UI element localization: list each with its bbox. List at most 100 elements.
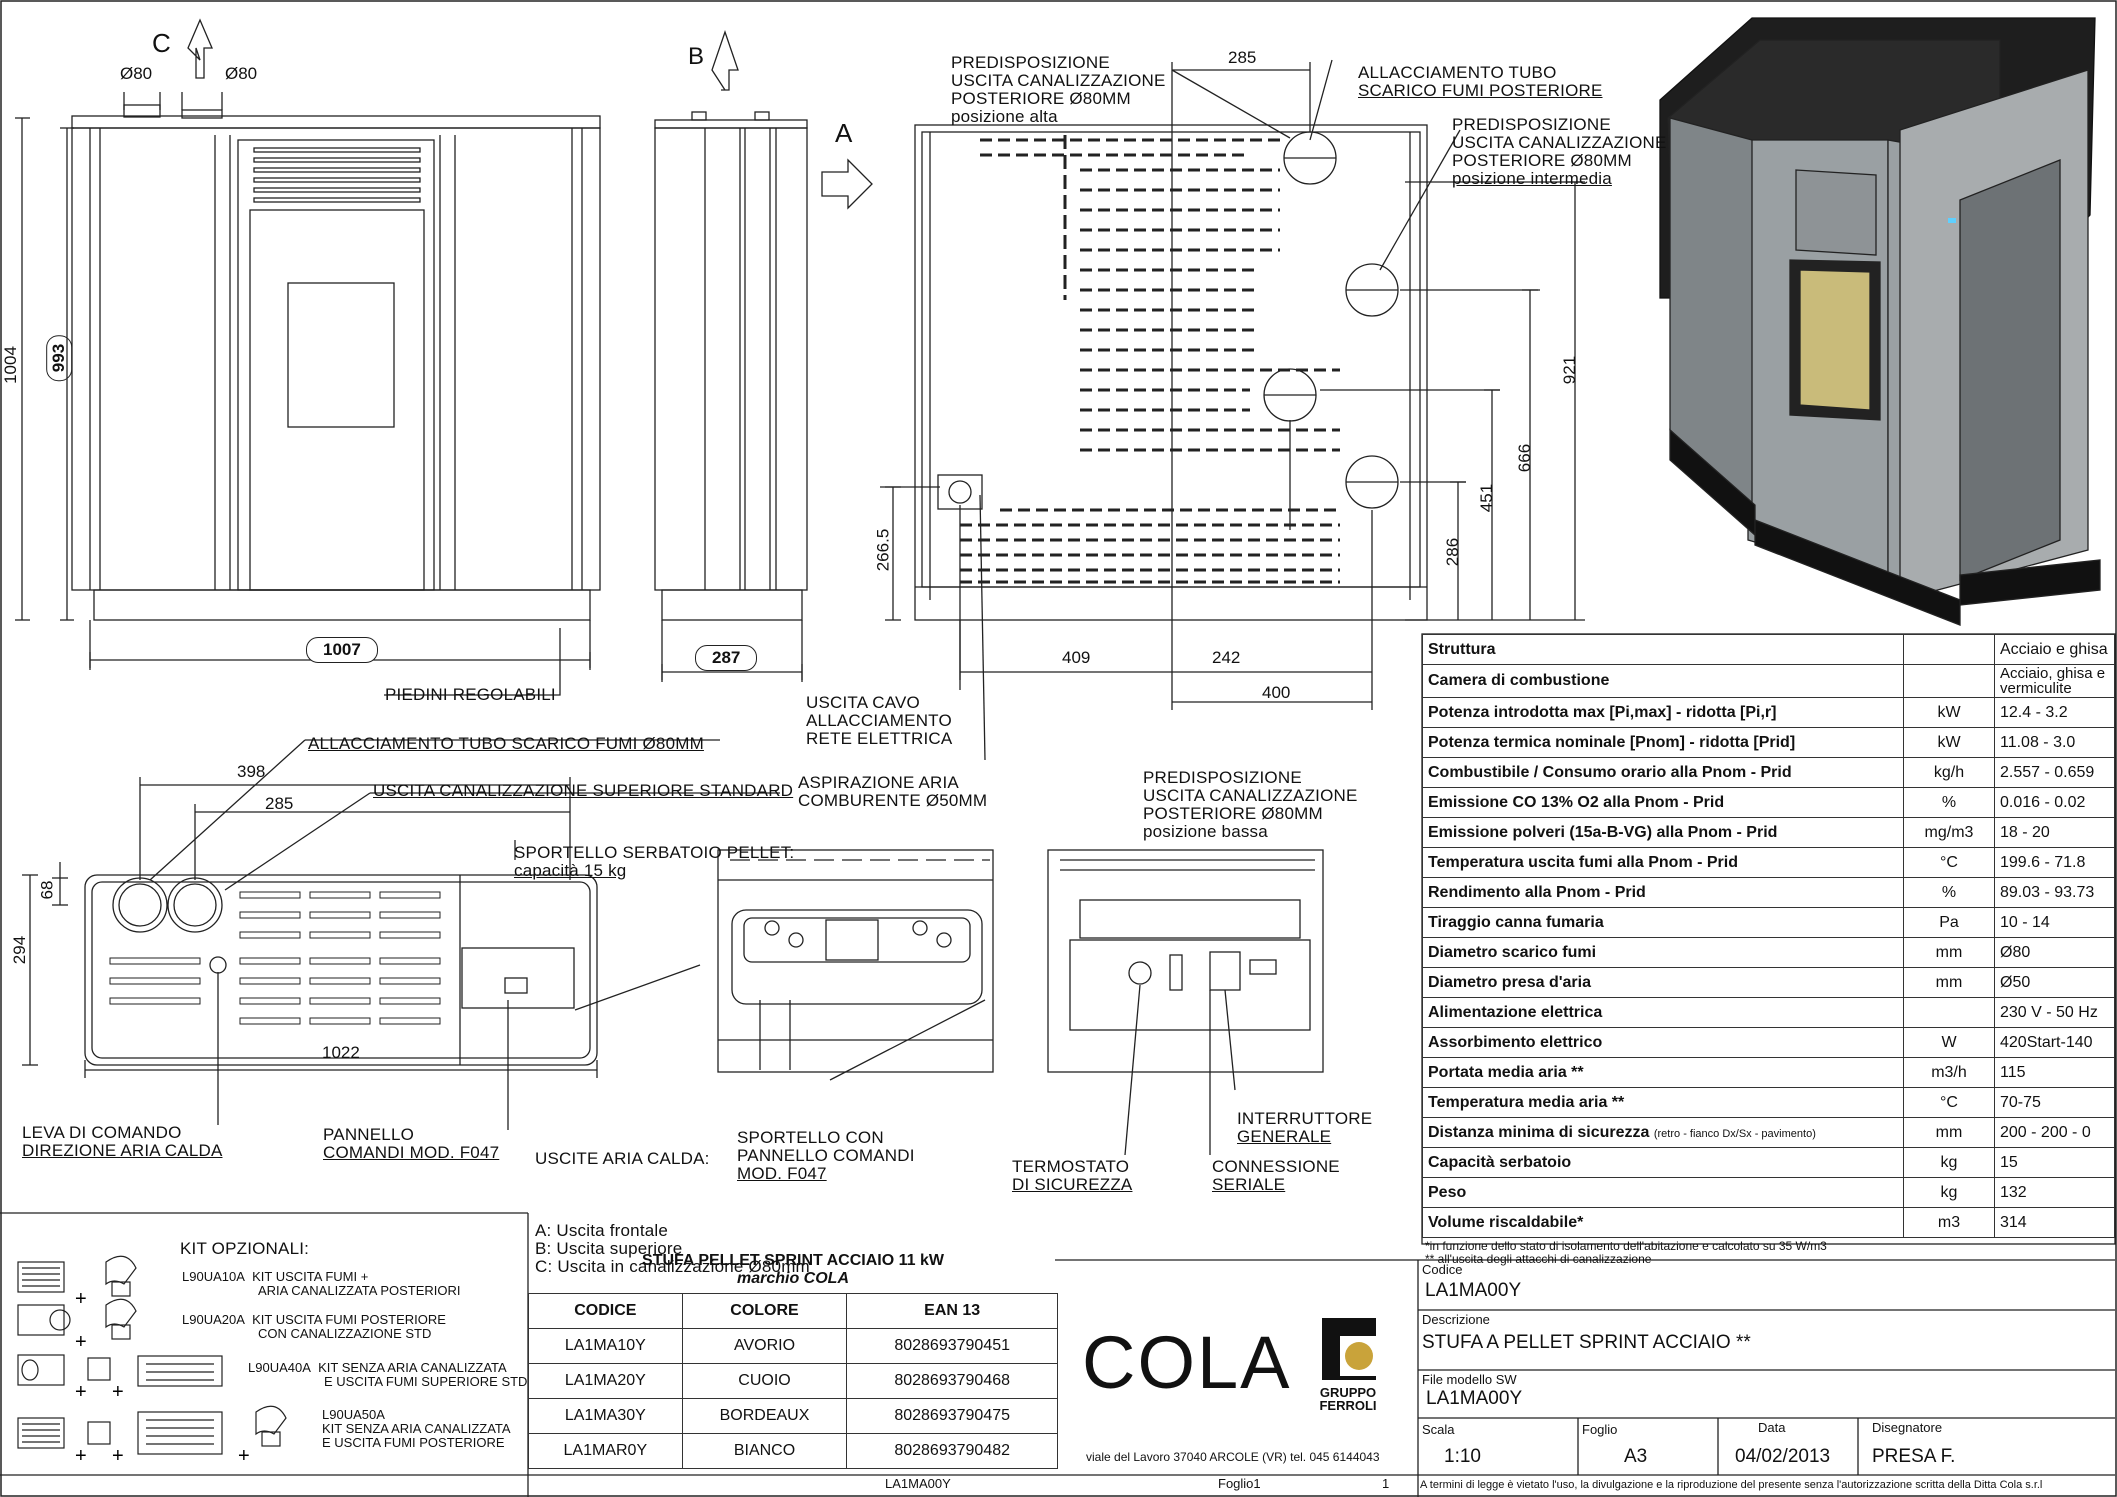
rear-dim-266: 266.5 — [873, 528, 893, 572]
spec-row: Potenza termica nominale [Pnom] - ridott… — [1422, 727, 2115, 758]
spec-distance-note: (retro - fianco Dx/Sx - pavimento) — [1653, 1127, 1816, 1140]
top-dim-285: 285 — [265, 794, 294, 813]
rear-dim-451: 451 — [1477, 483, 1497, 513]
codes-header: EAN 13 — [846, 1293, 1058, 1329]
side-depth: 287 — [695, 645, 758, 671]
cola-logo: COLA — [1082, 1321, 1292, 1404]
codes-header: CODICE — [528, 1293, 683, 1329]
top-view — [22, 739, 780, 1130]
spec-row: Emissione polveri (15a-B-VG) alla Pnom -… — [1422, 817, 2115, 848]
side-view — [654, 29, 808, 682]
rear-dim-285: 285 — [1228, 48, 1257, 67]
svg-text:+: + — [112, 1381, 124, 1403]
footer-sheet: Foglio1 — [1218, 1476, 1261, 1491]
tb-scale-label: Scala — [1422, 1422, 1455, 1437]
rear-dim-921: 921 — [1560, 355, 1580, 385]
svg-text:+: + — [75, 1445, 87, 1467]
tb-legal: A termini di legge è vietato l'uso, la d… — [1420, 1479, 2043, 1491]
codes-header: COLORE — [681, 1293, 848, 1329]
tb-desc: STUFA A PELLET SPRINT ACCIAIO ** — [1422, 1332, 1751, 1353]
tb-sheet: A3 — [1624, 1446, 1648, 1467]
tb-sheet-label: Foglio — [1582, 1422, 1618, 1437]
footer-page: 1 — [1382, 1476, 1390, 1491]
svg-text:+: + — [75, 1381, 87, 1403]
kit-icons — [17, 1255, 287, 1455]
rear-dim-286: 286 — [1443, 537, 1463, 567]
front-height-inner: 993 — [46, 334, 73, 382]
tb-file-label: File modello SW — [1422, 1372, 1517, 1387]
feet-label: PIEDINI REGOLABILI — [385, 685, 556, 704]
rear-view — [821, 59, 1585, 761]
spec-row: Rendimento alla Pnom - Prid%89.03 - 93.7… — [1422, 877, 2115, 908]
tb-drawer: PRESA F. — [1872, 1446, 1956, 1467]
tb-code-label: Codice — [1422, 1262, 1463, 1277]
top-dim-294: 294 — [10, 935, 30, 965]
side-view-letter: B — [688, 43, 705, 70]
top-dim-1022: 1022 — [322, 1043, 360, 1062]
svg-text:+: + — [238, 1445, 250, 1467]
top-dim-398: 398 — [237, 762, 266, 781]
kit-item: L90UA10A KIT USCITA FUMI +ARIA CANALIZZA… — [182, 1269, 461, 1298]
front-dia-left: Ø80 — [120, 64, 153, 83]
front-dia-right: Ø80 — [225, 64, 258, 83]
front-view — [15, 18, 601, 696]
tb-address: viale del Lavoro 37040 ARCOLE (VR) tel. … — [1086, 1450, 1380, 1464]
stove-3d-view — [1659, 17, 2101, 626]
top-label-flue: ALLACCIAMENTO TUBO SCARICO FUMI Ø80mm — [308, 734, 704, 753]
rear-dim-400: 400 — [1262, 683, 1291, 702]
tb-date-label: Data — [1758, 1420, 1786, 1435]
svg-text:+: + — [112, 1445, 124, 1467]
spec-row: Temperatura uscita fumi alla Pnom - Prid… — [1422, 847, 2115, 878]
tb-scale: 1:10 — [1444, 1446, 1481, 1467]
tb-file: LA1MA00Y — [1426, 1388, 1523, 1409]
top-label-tank: SPORTELLO SERBATOIO PELLET:capacità 15 k… — [514, 843, 795, 880]
rear-view-letter: A — [835, 118, 853, 148]
front-view-letter: C — [152, 28, 171, 58]
spec-footnotes: *in funzione dello stato di isolamento d… — [1425, 1239, 1827, 1266]
control-panel-detail — [717, 849, 994, 1081]
front-width: 1007 — [306, 637, 378, 663]
tb-desc-label: Descrizione — [1422, 1312, 1490, 1327]
tb-drawer-label: Disegnatore — [1872, 1420, 1943, 1435]
top-label-channel: USCITA CANALIZZAZIONE SUPERIORE STANDARD — [373, 781, 794, 800]
kits-title: KIT OPZIONALI: — [180, 1239, 310, 1258]
codes-title: STUFA PELLET SPRINT ACCIAIO 11 kW marchi… — [642, 1252, 944, 1287]
front-height-total: 1004 — [0, 346, 20, 384]
top-dim-68: 68 — [37, 880, 57, 900]
plus-sign: + — [75, 1288, 87, 1310]
outlets-title: USCITE ARIA CALDA: — [535, 1149, 710, 1168]
spec-row: Distanza minima di sicurezza (retro - fi… — [1422, 1117, 2115, 1148]
